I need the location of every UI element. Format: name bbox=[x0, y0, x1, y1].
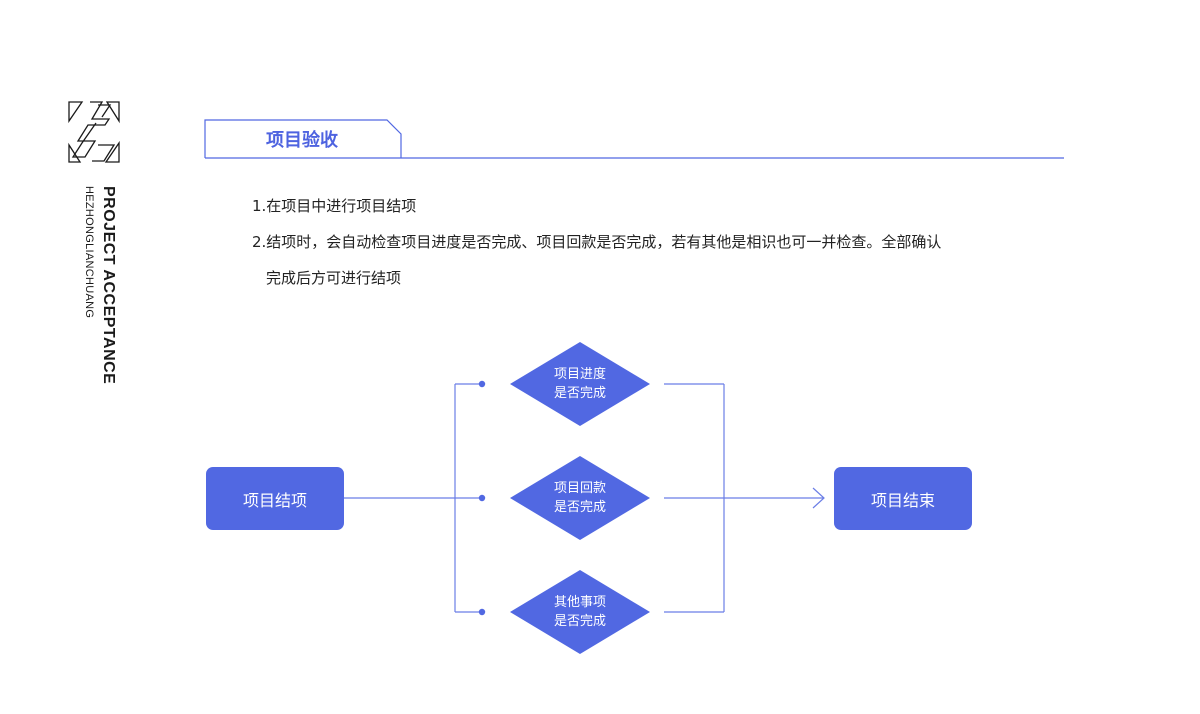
description-line-1: 1.在项目中进行项目结项 bbox=[252, 197, 417, 215]
flow-start-node: 项目结项 bbox=[206, 467, 344, 530]
check-diamond-progress bbox=[510, 342, 650, 426]
vertical-brand-title: PROJECT ACCEPTANCE HEZHONGLIANCHUANG bbox=[83, 186, 118, 416]
check-label-payment-line1: 项目回款 bbox=[553, 481, 606, 496]
description: 1.在项目中进行项目结项 2.结项时，会自动检查项目进度是否完成、项目回款是否完… bbox=[252, 188, 1072, 296]
check-label-progress-line2: 是否完成 bbox=[553, 386, 606, 401]
check-label-other: 其他事项 是否完成 bbox=[510, 593, 650, 631]
section-title: 项目验收 bbox=[266, 130, 338, 151]
check-diamond-other bbox=[510, 570, 650, 654]
section-tab-frame bbox=[204, 119, 1064, 159]
check-label-other-line2: 是否完成 bbox=[553, 614, 606, 629]
check-label-payment-line2: 是否完成 bbox=[553, 500, 606, 515]
logo-icon bbox=[68, 101, 120, 163]
flow-end-node: 项目结束 bbox=[834, 467, 972, 530]
description-line-2: 2.结项时，会自动检查项目进度是否完成、项目回款是否完成，若有其他是相识也可一并… bbox=[252, 233, 942, 251]
check-label-progress-line1: 项目进度 bbox=[553, 367, 606, 382]
check-diamond-payment bbox=[510, 456, 650, 540]
check-label-payment: 项目回款 是否完成 bbox=[510, 479, 650, 517]
check-label-progress: 项目进度 是否完成 bbox=[510, 365, 650, 403]
brand-subtitle-en: HEZHONGLIANCHUANG bbox=[83, 186, 95, 319]
description-line-3: 完成后方可进行结项 bbox=[266, 269, 402, 287]
check-label-other-line1: 其他事项 bbox=[553, 595, 606, 610]
brand-title-en: PROJECT ACCEPTANCE bbox=[100, 186, 117, 385]
